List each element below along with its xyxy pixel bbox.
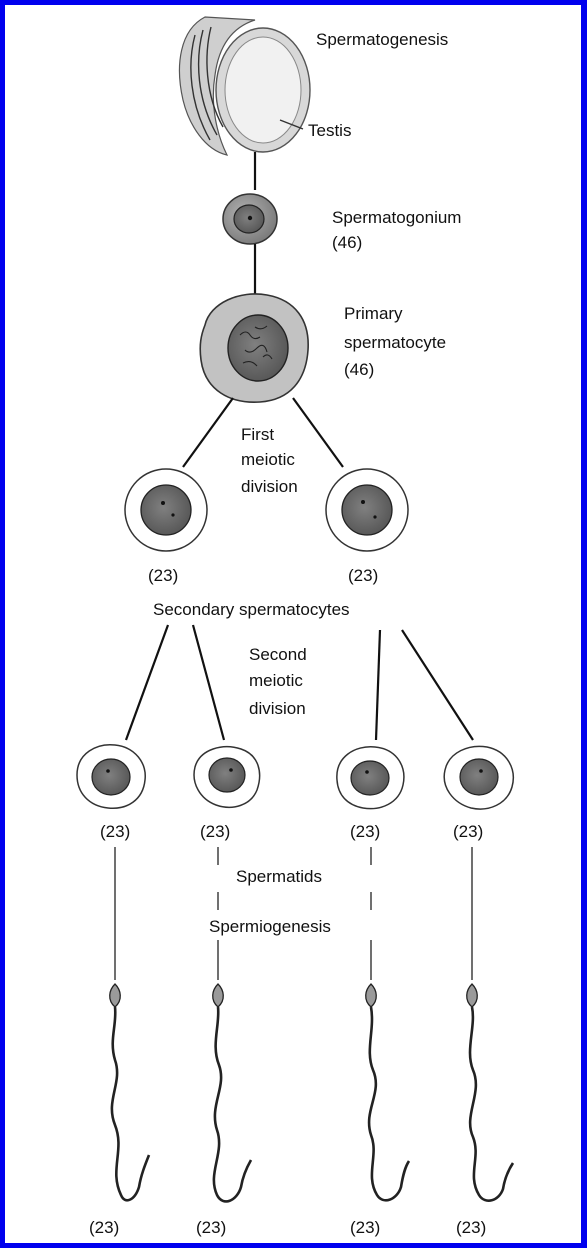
first-division-line1: First — [241, 425, 274, 444]
primary-spermatocyte-cell — [200, 294, 308, 402]
primary-count: (46) — [344, 360, 374, 379]
sperm-count: (23) — [196, 1218, 226, 1237]
spermatid-cell — [444, 746, 513, 809]
spermatozoon — [110, 984, 149, 1200]
connector-line — [293, 398, 343, 467]
title-label: Spermatogenesis — [316, 30, 448, 49]
first-division-line2: meiotic — [241, 450, 295, 469]
connector-line — [402, 630, 473, 740]
secondary-count-right: (23) — [348, 566, 378, 585]
spermatid-cell — [337, 747, 404, 809]
connector-line — [183, 398, 233, 467]
primary-label-line2: spermatocyte — [344, 333, 446, 352]
secondary-count-left: (23) — [148, 566, 178, 585]
spermatogonium-label: Spermatogonium — [332, 208, 461, 227]
sperm-count: (23) — [89, 1218, 119, 1237]
spermatozoon — [213, 984, 251, 1201]
connector-line — [193, 625, 224, 740]
spermatozoon — [366, 984, 409, 1200]
first-division-line3: division — [241, 477, 298, 496]
spermiogenesis-label: Spermiogenesis — [209, 917, 331, 936]
second-division-line2: meiotic — [249, 671, 303, 690]
diagram-panel: Spermatogenesis Testis Spermatogonium (4… — [5, 5, 581, 1243]
spermatid-count: (23) — [350, 822, 380, 841]
spermatid-count: (23) — [200, 822, 230, 841]
second-division-line3: division — [249, 699, 306, 718]
connector-line — [126, 625, 168, 740]
spermatid-cell — [77, 745, 145, 809]
primary-label-line1: Primary — [344, 304, 403, 323]
spermatid-cell — [194, 747, 260, 808]
secondary-label: Secondary spermatocytes — [153, 600, 350, 619]
spermatogonium-cell — [223, 194, 277, 244]
second-division-line1: Second — [249, 645, 307, 664]
spermatogonium-count: (46) — [332, 233, 362, 252]
spermatid-count: (23) — [453, 822, 483, 841]
sperm-count: (23) — [456, 1218, 486, 1237]
secondary-spermatocyte-cell — [125, 469, 207, 551]
spermatogenesis-diagram: Spermatogenesis Testis Spermatogonium (4… — [5, 5, 581, 1243]
sperm-count: (23) — [350, 1218, 380, 1237]
spermatozoon — [467, 984, 513, 1201]
spermatids-label: Spermatids — [236, 867, 322, 886]
secondary-spermatocyte-cell — [326, 469, 408, 551]
testis-label: Testis — [308, 121, 351, 140]
testis-illustration — [179, 17, 310, 155]
spermatid-count: (23) — [100, 822, 130, 841]
connector-line — [376, 630, 380, 740]
